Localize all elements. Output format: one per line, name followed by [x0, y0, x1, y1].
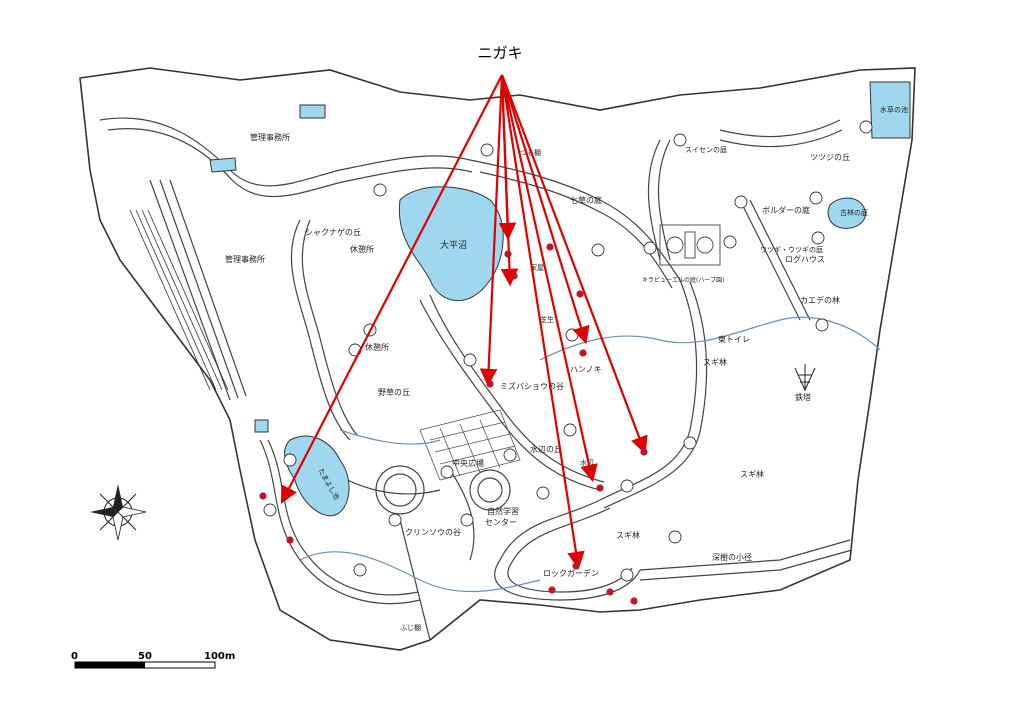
occurrence-marker-5: [546, 243, 554, 251]
ohira-pond: [398, 186, 504, 302]
central-plaza-grid: [419, 409, 521, 481]
label-kyukeijo1: 休憩所: [350, 244, 374, 254]
label-suisen: スイセンの庭: [685, 145, 727, 154]
label-kurinsou: クリンソウの谷: [405, 528, 461, 537]
pointer-arrow-5: [500, 74, 598, 483]
label-nanakusa: 七草の庭: [570, 195, 602, 205]
label-konen-niwa: 古林の庭: [840, 208, 868, 217]
label-kanri-top: 管理事務所: [250, 132, 290, 142]
label-shizen-center2: センター: [485, 518, 517, 527]
konen-pond: [827, 197, 866, 229]
label-ohira-numa: 大平沼: [440, 239, 467, 251]
water-bodies: [209, 81, 911, 517]
label-yaso-oka: 野草の丘: [378, 387, 410, 397]
scale-tick-0: 0: [71, 651, 78, 662]
arrow-group: [280, 74, 648, 570]
pointer-arrow-7: [500, 74, 585, 570]
label-kaede: カエデの林: [800, 295, 840, 305]
central-roundabout: [375, 465, 511, 515]
occurrence-marker-10: [606, 588, 614, 596]
label-gakuya: 家屋: [530, 263, 544, 272]
label-sugibayashi3: スギ林: [740, 469, 764, 479]
label-fuji-dana: ふじ棚: [400, 623, 421, 632]
occurrence-marker-7: [596, 484, 604, 492]
label-rock-garden: ロックガーデン: [543, 568, 599, 578]
pointer-arrow-1: [280, 74, 503, 504]
label-tettou: 鉄塔: [795, 392, 811, 402]
label-utsugi: ウツギ・ウツギの庭: [760, 245, 823, 254]
parking-lot: [129, 209, 229, 391]
occurrence-marker-6: [579, 349, 587, 357]
occurrence-marker-12: [572, 562, 580, 570]
route-points: [263, 120, 873, 582]
suisou-pond: [869, 81, 911, 139]
species-title: ニガキ: [477, 44, 522, 62]
park-boundary: [79, 67, 916, 651]
scale-tick-100: 100m: [204, 651, 235, 662]
label-mizube: 水辺: [580, 458, 594, 467]
pylon-icon: [794, 364, 816, 392]
label-kyukeijo2: 休憩所: [365, 342, 389, 352]
label-sugibayashi2: スギ林: [703, 357, 727, 367]
label-mizubashou: ミズバショウの谷: [500, 381, 564, 391]
label-suisou: 水草の池: [880, 105, 908, 114]
label-sugibayashi1: スギ林: [616, 530, 640, 540]
label-shizen-center1: 自然学習: [487, 506, 519, 516]
label-shinju-komichi: 深樹の小径: [712, 552, 752, 562]
tamayoshi-pond: [284, 435, 350, 517]
compass-rose-icon: [90, 484, 147, 541]
occurrence-marker-9: [548, 586, 556, 594]
label-herb: キラビューエルの庭(ハーブ園): [642, 276, 724, 284]
label-mizube-oka: 水辺の丘: [530, 444, 562, 454]
label-shakunage: シャクナゲの丘: [305, 227, 361, 237]
label-higashi-toire: 東トイレ: [718, 334, 750, 344]
pointer-arrow-8: [498, 74, 517, 241]
pointer-arrow-6: [500, 74, 648, 455]
small-pond-1: [299, 104, 326, 119]
occurrence-marker-4: [510, 272, 518, 280]
occurrence-marker-13: [504, 250, 512, 258]
occurrence-marker-3: [486, 380, 494, 388]
pointer-arrow-4: [500, 74, 590, 345]
streams: [299, 316, 881, 593]
occurrence-marker-8: [640, 448, 648, 456]
label-chuo-hiroba: 中央広場: [452, 458, 484, 468]
label-kanri-shitsu: 管理事務所: [225, 254, 265, 264]
scale-bar: 0 50 100m: [71, 651, 235, 669]
label-tsutsuji: ツツジの丘: [810, 153, 850, 162]
label-shibafu: 芝生: [540, 315, 554, 324]
occurrence-marker-2: [286, 536, 294, 544]
label-boulder: ボルダーの庭: [762, 205, 810, 215]
label-log-house: ログハウス: [785, 254, 825, 264]
occurrence-marker-1: [259, 492, 267, 500]
label-hannoki: ハンノキ: [570, 365, 602, 374]
small-pond-3: [254, 419, 269, 433]
marker-group: [259, 243, 648, 605]
small-pond-2: [209, 157, 237, 173]
occurrence-marker-11: [630, 597, 638, 605]
occurrence-marker-14: [576, 290, 584, 298]
herb-garden: [659, 224, 721, 266]
pointer-arrow-2: [479, 74, 504, 387]
scale-tick-50: 50: [138, 651, 152, 662]
